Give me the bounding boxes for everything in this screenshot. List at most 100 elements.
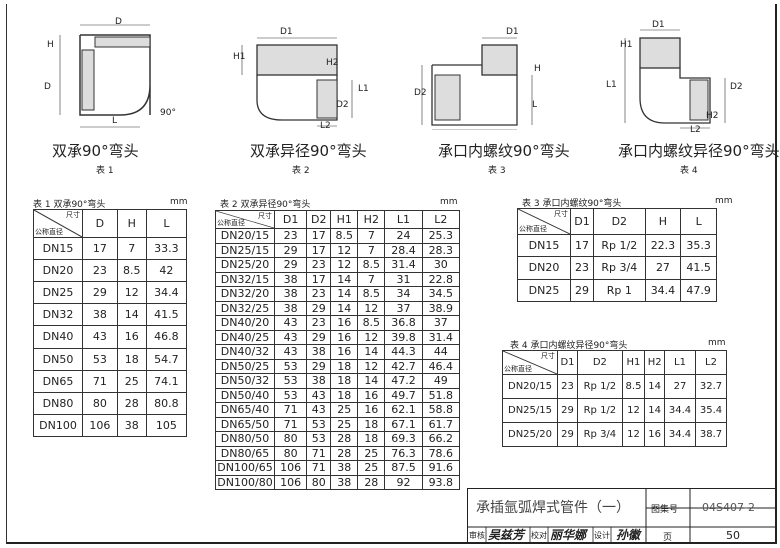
nominal-diameter-cell: DN32 xyxy=(33,303,83,327)
dimension-cell: 71 xyxy=(82,369,118,393)
nominal-diameter-cell: DN32/15 xyxy=(215,271,275,287)
dimension-cell: 16 xyxy=(330,329,359,345)
column-header: D2 xyxy=(577,350,623,375)
dimension-cell: 53 xyxy=(273,387,308,403)
column-header: D2 xyxy=(593,208,646,235)
dimension-cell: 106 xyxy=(273,474,308,490)
dimension-cell: 16 xyxy=(644,422,666,447)
dimension-cell: 43 xyxy=(82,325,118,349)
dimension-cell: 38 xyxy=(116,413,147,438)
dimension-cell: 29 xyxy=(556,422,579,447)
dimension-cell: 23 xyxy=(569,256,595,280)
dimension-cell: 42.7 xyxy=(384,358,423,374)
nominal-diameter-cell: DN50/40 xyxy=(215,387,275,403)
dim-D: D xyxy=(115,17,122,27)
table4-title: 表 4 承口内螺纹异径90°弯头 xyxy=(510,341,628,351)
dimension-cell: 12 xyxy=(357,329,386,345)
dimension-cell: 34.4 xyxy=(145,281,188,305)
dimension-cell: Rp 3/4 xyxy=(593,256,646,280)
dimension-cell: 7 xyxy=(116,236,147,261)
dim-D2: D2 xyxy=(730,82,743,92)
dimension-cell: 69.3 xyxy=(384,431,423,447)
dimension-cell: 43 xyxy=(273,344,308,360)
dim-L1: L1 xyxy=(606,80,617,90)
dimension-cell: 14 xyxy=(644,398,666,423)
nominal-diameter-cell: DN100 xyxy=(33,413,83,438)
dimension-cell: 39.8 xyxy=(384,329,423,345)
dimension-cell: 80 xyxy=(306,474,332,490)
dimension-cell: 17 xyxy=(306,242,332,258)
dimension-cell: 29 xyxy=(306,300,332,316)
dimension-cell: 18 xyxy=(357,416,386,432)
dimension-cell: 18 xyxy=(330,373,359,389)
nominal-diameter-cell: DN100/65 xyxy=(215,460,275,476)
dimension-cell: 29 xyxy=(569,278,595,303)
dimension-cell: 31 xyxy=(384,271,423,287)
nominal-diameter-cell: DN32/25 xyxy=(215,300,275,316)
dimension-cell: 8.5 xyxy=(357,286,386,302)
dimension-cell: 62.1 xyxy=(384,402,423,418)
column-header: H1 xyxy=(330,210,359,229)
dimension-cell: 38 xyxy=(306,344,332,360)
dimension-cell: 58.8 xyxy=(421,402,461,418)
dimension-cell: 31.4 xyxy=(384,257,423,273)
dimension-cell: 16 xyxy=(330,315,359,331)
dimension-cell: 93.8 xyxy=(421,474,461,490)
dimension-cell: 41.5 xyxy=(145,303,188,327)
dimension-cell: Rp 1/2 xyxy=(593,233,646,258)
dim-D2: D2 xyxy=(414,88,427,98)
dimension-cell: 43 xyxy=(273,315,308,331)
nominal-diameter-cell: DN32/20 xyxy=(215,286,275,302)
figure-caption-1: 双承90°弯头 xyxy=(52,142,139,160)
dimension-cell: 43 xyxy=(306,387,332,403)
dimension-cell: 28 xyxy=(330,431,359,447)
dimension-cell: 14 xyxy=(357,344,386,360)
dimension-cell: 28 xyxy=(116,391,147,415)
dimension-cell: 28.3 xyxy=(421,242,461,258)
atlas-number: 04S407-2 xyxy=(702,501,755,514)
nominal-diameter-cell: DN80/65 xyxy=(215,445,275,461)
dimension-cell: 34.5 xyxy=(421,286,461,302)
dimension-cell: 71 xyxy=(306,445,332,461)
dimension-cell: 78.6 xyxy=(421,445,461,461)
dimension-cell: 38 xyxy=(273,286,308,302)
figure-caption-3: 承口内螺纹90°弯头 xyxy=(438,142,570,160)
dimension-cell: 38 xyxy=(330,474,359,490)
column-header: D1 xyxy=(569,208,595,235)
header-size-label: 尺寸 xyxy=(66,211,80,219)
dimension-cell: 38 xyxy=(82,303,118,327)
dimension-cell: 7 xyxy=(357,242,386,258)
dimension-cell: 14 xyxy=(330,300,359,316)
dimension-cell: 18 xyxy=(116,347,147,371)
column-header: H1 xyxy=(621,350,646,375)
dimension-cell: 46.4 xyxy=(421,358,461,374)
dimension-cell: 80 xyxy=(273,445,308,461)
elbow-90-drawing xyxy=(59,24,151,128)
dimension-cell: 29 xyxy=(306,329,332,345)
dimension-cell: 18 xyxy=(330,387,359,403)
dim-angle: 90° xyxy=(160,108,176,118)
dimension-cell: 12 xyxy=(621,422,646,447)
column-header: H xyxy=(644,208,682,235)
dimension-cell: 7 xyxy=(357,228,386,244)
header-nominal-label: 公称直径 xyxy=(504,365,532,373)
dimension-cell: 23 xyxy=(556,374,579,399)
nominal-diameter-cell: DN65/50 xyxy=(215,416,275,432)
nominal-diameter-cell: DN15 xyxy=(33,236,83,261)
dim-D1: D1 xyxy=(652,20,665,30)
dimension-cell: 18 xyxy=(330,358,359,374)
dimension-cell: 24 xyxy=(384,228,423,244)
